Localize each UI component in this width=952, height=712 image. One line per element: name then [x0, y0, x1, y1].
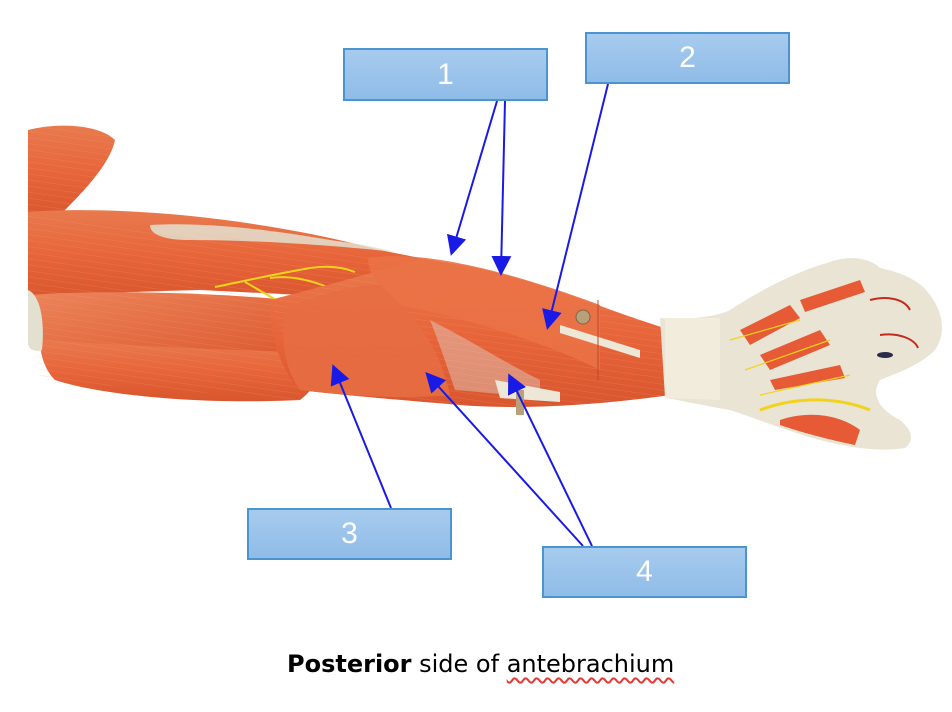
- pointer-1a: [446, 100, 498, 256]
- pointer-2: [542, 83, 609, 330]
- pointer-3: [330, 364, 392, 509]
- forearm-muscles: [269, 256, 670, 415]
- label-number-2: 2: [679, 41, 696, 74]
- label-number-3: 3: [341, 517, 358, 550]
- pointer-4a: [425, 372, 584, 547]
- label-box-2[interactable]: 2: [585, 32, 790, 84]
- label-box-3[interactable]: 3: [247, 508, 452, 560]
- label-box-1[interactable]: 1: [343, 48, 548, 101]
- label-box-4[interactable]: 4: [542, 546, 747, 598]
- deltoid-muscle: [28, 125, 115, 220]
- label-number-1: 1: [437, 57, 454, 91]
- diagram-caption: Posterior side of antebrachium: [287, 650, 674, 678]
- caption-middle: side of: [411, 650, 507, 678]
- pointer-1b: [491, 100, 512, 276]
- label-number-4: 4: [636, 555, 653, 588]
- pointer-lines: [330, 83, 609, 547]
- hand: [660, 258, 942, 450]
- pointer-4b: [507, 373, 593, 547]
- caption-spellcheck-word: antebrachium: [506, 650, 675, 678]
- caption-bold-word: Posterior: [287, 650, 412, 678]
